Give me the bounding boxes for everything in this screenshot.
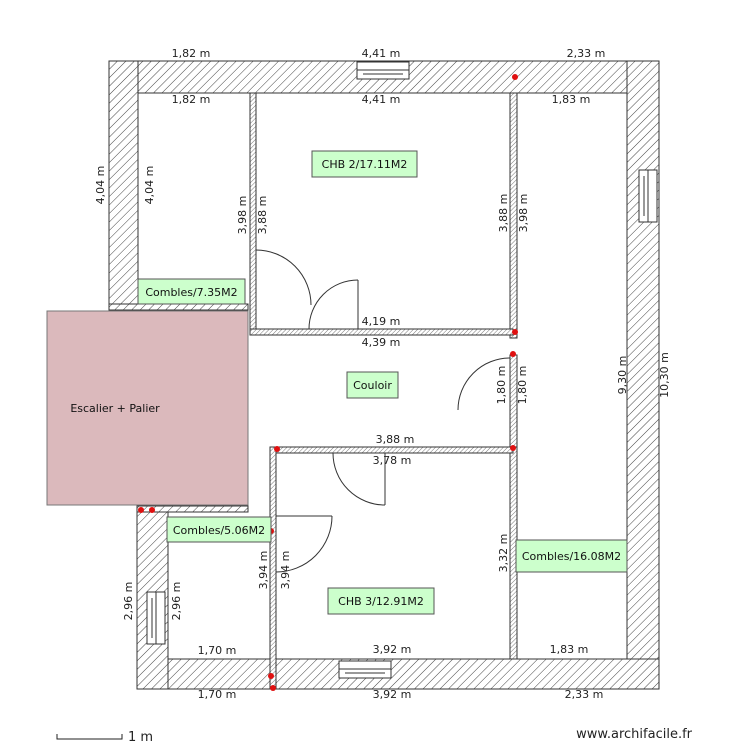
dimension-labels-vertical: 4,04 m 4,04 m 3,98 m 3,88 m 3,88 m 3,98 … <box>94 166 671 621</box>
scale-label: 1 m <box>128 730 153 745</box>
dim-chb3-top-b: 3,78 m <box>373 454 412 467</box>
room-label-couloir: Couloir <box>346 371 399 399</box>
dim-chb3-right: 3,32 m <box>497 534 510 573</box>
room-name-chb3: CHB 3/12.91M2 <box>338 595 424 608</box>
dim-top-outer-2: 4,41 m <box>362 47 401 60</box>
dim-top-inner-3: 1,83 m <box>552 93 591 106</box>
dim-small-left-inner: 2,96 m <box>170 582 183 621</box>
doors <box>255 249 511 573</box>
brand-label: www.archifacile.fr <box>576 727 692 742</box>
dim-couloir-right-a: 1,80 m <box>495 366 508 405</box>
room-name-escalier: Escalier + Palier <box>70 402 160 415</box>
dim-right-inner: 9,30 m <box>616 356 629 395</box>
dim-chb2-bottom: 4,19 m <box>362 315 401 328</box>
dim-top-inner-1: 1,82 m <box>172 93 211 106</box>
room-label-combles-left-bottom: Combles/5.06M2 <box>166 516 272 543</box>
dim-chb2-left-a: 3,98 m <box>236 196 249 235</box>
dim-bottom-outer-3: 2,33 m <box>565 688 604 701</box>
dim-chb2-right-b: 3,98 m <box>517 194 530 233</box>
room-label-combles-right: Combles/16.08M2 <box>515 539 628 573</box>
room-name-couloir: Couloir <box>353 379 392 392</box>
dimension-labels-horizontal: 1,82 m 4,41 m 2,33 m 1,82 m 4,41 m 1,83 … <box>172 47 606 701</box>
room-label-chb3: CHB 3/12.91M2 <box>327 587 435 615</box>
dim-chb3-top-a: 3,88 m <box>376 433 415 446</box>
dim-chb2-right-a: 3,88 m <box>497 194 510 233</box>
dim-top-inner-2: 4,41 m <box>362 93 401 106</box>
room-name-combles-left-bottom: Combles/5.06M2 <box>173 524 265 537</box>
dim-couloir-top: 4,39 m <box>362 336 401 349</box>
room-name-combles-right: Combles/16.08M2 <box>522 550 621 563</box>
dim-chb3-left-a: 3,94 m <box>257 551 270 590</box>
room-label-combles-top-left: Combles/7.35M2 <box>137 278 246 305</box>
room-label-chb2: CHB 2/17.11M2 <box>311 150 418 178</box>
dim-bottom-outer-2: 3,92 m <box>373 688 412 701</box>
room-name-chb2: CHB 2/17.11M2 <box>322 158 408 171</box>
dim-small-left-outer: 2,96 m <box>122 582 135 621</box>
dim-top-outer-3: 2,33 m <box>567 47 606 60</box>
dim-left-outer: 4,04 m <box>94 166 107 205</box>
dim-bottom-inner-2: 3,92 m <box>373 643 412 656</box>
dim-chb2-left-b: 3,88 m <box>256 196 269 235</box>
dim-left-inner: 4,04 m <box>143 166 156 205</box>
windows <box>146 61 658 679</box>
dim-bottom-outer-1: 1,70 m <box>198 688 237 701</box>
dim-bottom-inner-1: 1,70 m <box>198 644 237 657</box>
room-name-combles-top-left: Combles/7.35M2 <box>145 286 237 299</box>
staircase-area <box>46 310 249 506</box>
dim-bottom-inner-3: 1,83 m <box>550 643 589 656</box>
dim-top-outer-1: 1,82 m <box>172 47 211 60</box>
dim-couloir-right-b: 1,80 m <box>516 366 529 405</box>
dim-chb3-left-b: 3,94 m <box>279 551 292 590</box>
scale-bar: 1 m <box>56 730 153 745</box>
dim-right-outer: 10,30 m <box>658 352 671 398</box>
